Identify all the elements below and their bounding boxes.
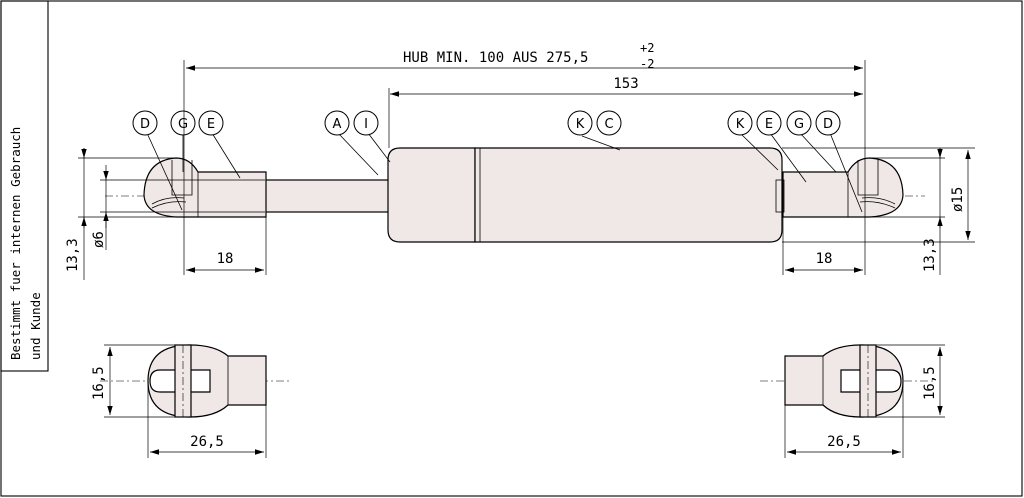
right-end-top-view: 16,5 26,5 [760, 344, 945, 458]
stroke-dimension-text: HUB MIN. 100 AUS 275,5 [403, 50, 588, 66]
cylinder-body [474, 147, 783, 243]
right-height-text: 13,3 [922, 238, 938, 272]
rod-diameter-text: ø6 [91, 231, 107, 248]
svg-text:C: C [604, 117, 613, 132]
bubble-rod-a: A [324, 110, 350, 136]
bubble-right-g: G [786, 110, 812, 136]
body-length-text: 153 [613, 76, 638, 92]
left-eye-length-text: 18 [217, 251, 234, 267]
body-diameter-text: ø15 [950, 187, 966, 212]
leader-lines [146, 132, 863, 213]
bubble-left-g: G [170, 110, 196, 136]
note-box: Bestimmt fuer internen Gebrauch und Kund… [0, 0, 49, 372]
left-height-text: 13,3 [65, 238, 81, 272]
svg-text:G: G [178, 117, 188, 132]
gas-spring-side-view [105, 147, 925, 243]
bubble-body-k: K [567, 110, 593, 136]
svg-text:I: I [364, 117, 368, 132]
right-end-width-text: 26,5 [827, 434, 861, 450]
bubble-right-e: E [756, 110, 782, 136]
svg-text:K: K [736, 117, 745, 132]
bubble-body-c: C [596, 110, 622, 136]
right-end-height-text: 16,5 [922, 366, 938, 400]
svg-text:A: A [333, 117, 342, 132]
svg-text:K: K [576, 117, 585, 132]
cylinder-cap [387, 147, 476, 243]
label-bubbles: D G E A I K C K E G D [132, 110, 841, 136]
note-line-1: Bestimmt fuer internen Gebrauch [8, 127, 23, 360]
left-end-top-view: 16,5 26,5 [91, 344, 290, 458]
left-eye-fitting [143, 157, 267, 218]
dimensions-main: HUB MIN. 100 AUS 275,5 +2 -2 153 18 18 1… [65, 41, 975, 280]
bubble-rod-i: I [353, 110, 379, 136]
svg-text:E: E [765, 117, 773, 132]
tolerance-minus: -2 [640, 57, 654, 71]
left-end-width-text: 26,5 [190, 434, 224, 450]
bubble-right-k: K [727, 110, 753, 136]
svg-text:D: D [140, 117, 150, 132]
bubble-left-e: E [198, 110, 224, 136]
svg-text:G: G [794, 117, 804, 132]
right-eye-length-text: 18 [816, 251, 833, 267]
svg-text:D: D [823, 117, 833, 132]
bubble-right-d: D [815, 110, 841, 136]
right-eye-fitting [782, 157, 904, 218]
svg-text:E: E [207, 117, 215, 132]
left-end-height-text: 16,5 [91, 366, 107, 400]
tolerance-plus: +2 [640, 41, 654, 55]
note-line-2: und Kunde [28, 292, 43, 360]
bubble-left-d: D [132, 110, 158, 136]
piston-rod [264, 179, 390, 213]
